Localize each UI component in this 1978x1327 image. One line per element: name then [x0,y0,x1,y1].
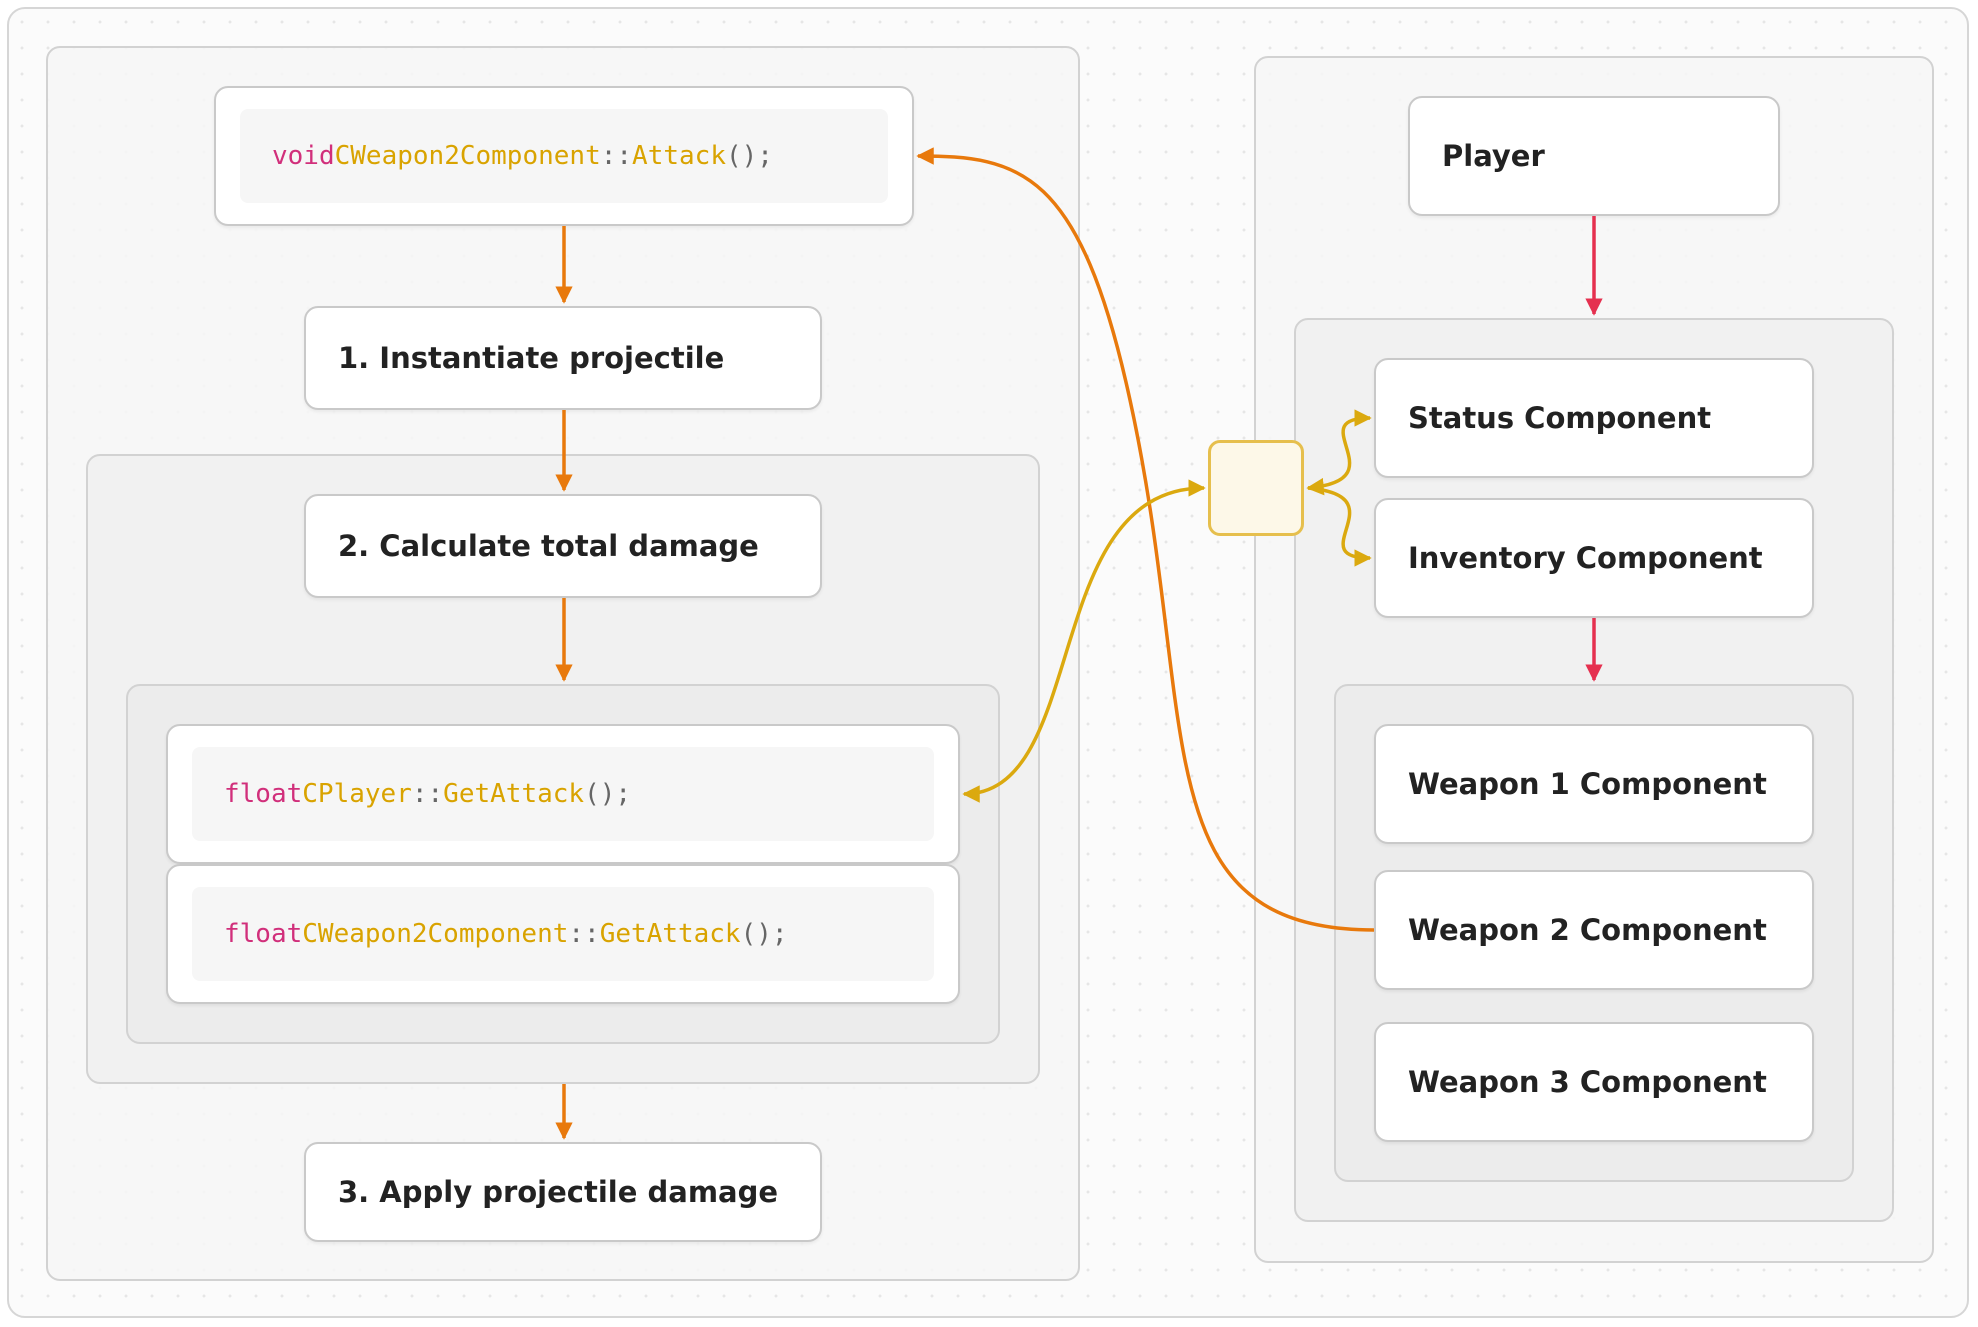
code-method: GetAttack [599,919,741,949]
code-method: Attack [632,141,726,171]
player-getattack-node[interactable]: float CPlayer::GetAttack(); [166,724,960,864]
code-tail: (); [725,141,773,171]
inventory-component-label: Inventory Component [1408,541,1763,575]
attack-function-node[interactable]: void CWeapon2Component::Attack(); [214,86,914,226]
component-link-junction[interactable] [1208,440,1304,536]
code-keyword: float [224,919,303,949]
weapon-getattack-code: float CWeapon2Component::GetAttack(); [192,887,934,981]
weapon3-component-label: Weapon 3 Component [1408,1065,1767,1099]
code-method: GetAttack [443,779,585,809]
weapon1-component-node[interactable]: Weapon 1 Component [1374,724,1814,844]
code-keyword: float [224,779,303,809]
step3-label: 3. Apply projectile damage [338,1175,779,1209]
weapon-getattack-node[interactable]: float CWeapon2Component::GetAttack(); [166,864,960,1004]
code-keyword: void [272,141,335,171]
edge-junction-to-player-getattack [962,479,1206,803]
code-separator: :: [411,779,444,809]
step2-node[interactable]: 2. Calculate total damage [304,494,822,598]
code-tail: (); [584,779,632,809]
weapon1-component-label: Weapon 1 Component [1408,767,1767,801]
player-label: Player [1442,139,1545,173]
code-class: CPlayer [302,779,412,809]
code-class: CWeapon2Component [334,141,601,171]
status-component-label: Status Component [1408,401,1712,435]
player-getattack-code: float CPlayer::GetAttack(); [192,747,934,841]
step1-node[interactable]: 1. Instantiate projectile [304,306,822,410]
edge-junction-to-inventory [1307,486,1372,567]
step3-node[interactable]: 3. Apply projectile damage [304,1142,822,1242]
weapon2-component-label: Weapon 2 Component [1408,913,1767,947]
weapon2-component-node[interactable]: Weapon 2 Component [1374,870,1814,990]
code-separator: :: [568,919,600,949]
code-class: CWeapon2Component [302,919,569,949]
edge-weapon2-to-attack [916,147,1375,932]
status-component-node[interactable]: Status Component [1374,358,1814,478]
inventory-component-node[interactable]: Inventory Component [1374,498,1814,618]
step2-label: 2. Calculate total damage [338,529,759,563]
weapon3-component-node[interactable]: Weapon 3 Component [1374,1022,1814,1142]
code-tail: (); [740,919,788,949]
edge-junction-to-status [1306,409,1372,496]
attack-function-code: void CWeapon2Component::Attack(); [240,109,888,203]
step1-label: 1. Instantiate projectile [338,341,725,375]
player-node[interactable]: Player [1408,96,1780,216]
code-separator: :: [600,141,633,171]
